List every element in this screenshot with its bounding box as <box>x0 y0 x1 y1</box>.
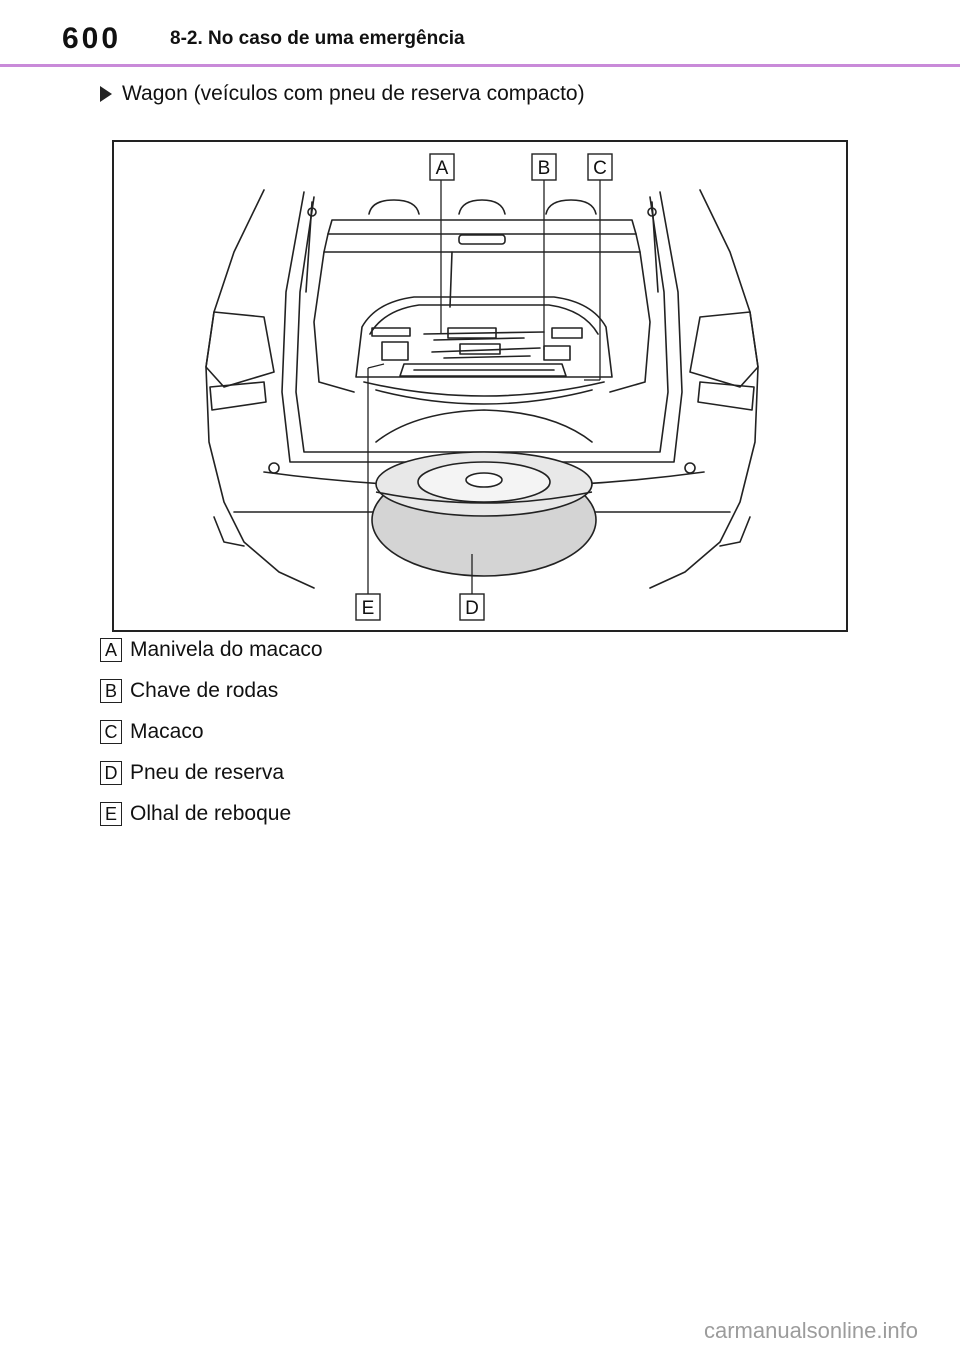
legend-item-e: E Olhal de reboque <box>100 800 291 828</box>
triangle-bullet-icon <box>100 86 112 102</box>
legend-key-e: E <box>100 802 122 826</box>
callout-d-label: D <box>465 598 479 619</box>
legend-text-e: Olhal de reboque <box>130 802 292 825</box>
page-header: 600 8-2. No caso de uma emergência <box>0 0 960 68</box>
legend-text-d: Pneu de reserva <box>130 761 285 784</box>
legend-item-a: A Manivela do macaco <box>100 636 323 664</box>
callout-c-label: C <box>593 158 607 179</box>
legend-text-c: Macaco <box>130 720 204 743</box>
callout-e: E <box>355 593 381 621</box>
legend-key-d: D <box>100 761 122 785</box>
legend-item-c: C Macaco <box>100 718 204 746</box>
legend-text-b: Chave de rodas <box>130 679 279 702</box>
callout-b-label: B <box>538 158 551 179</box>
car-trunk-drawing: A B C D E <box>205 153 759 621</box>
callout-d: D <box>459 593 485 621</box>
callout-c: C <box>587 153 613 181</box>
legend-key-a: A <box>100 638 122 662</box>
trunk-illustration: A B C D E <box>112 140 848 632</box>
subheading: Wagon (veículos com pneu de reserva comp… <box>100 80 585 108</box>
watermark: carmanualsonline.info <box>703 1318 918 1343</box>
legend-key-c: C <box>100 720 122 744</box>
callout-a-label: A <box>436 158 449 179</box>
section-title: 8-2. No caso de uma emergência <box>170 28 465 49</box>
subheading-text: Wagon (veículos com pneu de reserva comp… <box>122 82 585 105</box>
legend-text-a: Manivela do macaco <box>130 638 323 661</box>
legend-key-b: B <box>100 679 122 703</box>
callout-a: A <box>429 153 455 181</box>
header-divider <box>0 64 960 67</box>
legend-item-d: D Pneu de reserva <box>100 759 284 787</box>
callout-b: B <box>531 153 557 181</box>
callout-e-label: E <box>362 598 375 619</box>
page-number: 600 <box>62 22 122 55</box>
legend-item-b: B Chave de rodas <box>100 677 278 705</box>
